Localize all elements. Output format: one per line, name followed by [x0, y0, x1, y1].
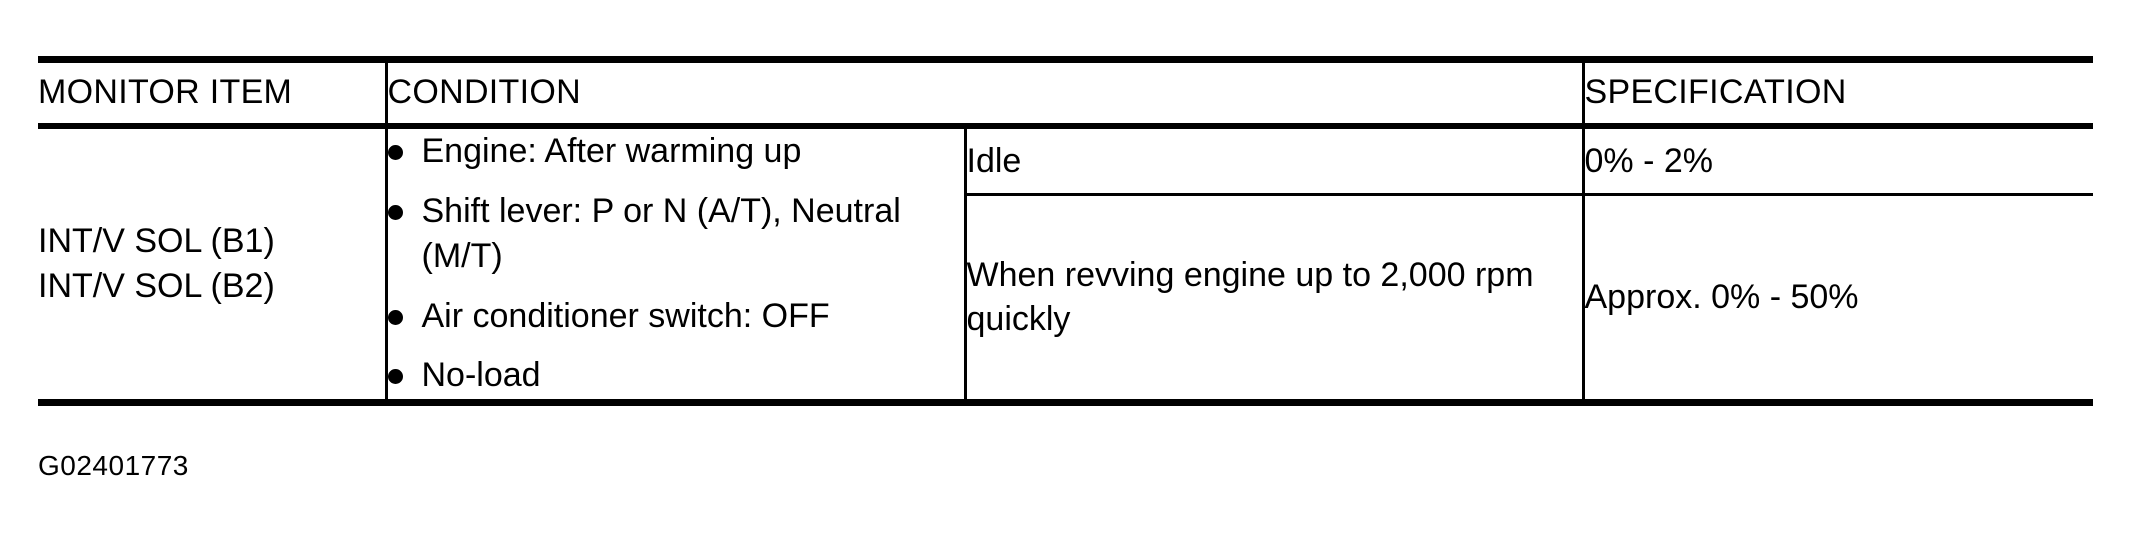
cell-condition-list: Engine: After warming up Shift lever: P … — [384, 126, 965, 406]
bullet-icon — [387, 145, 403, 160]
condition-list: Engine: After warming up Shift lever: P … — [387, 129, 964, 399]
condition-text: Air conditioner switch: OFF — [421, 296, 830, 335]
bullet-icon — [387, 369, 403, 385]
cell-sub-condition-1: Idle — [963, 126, 1583, 197]
table-body: INT/V SOL (B1) INT/V SOL (B2) Engine: Af… — [38, 126, 2093, 406]
table-header: MONITOR ITEM CONDITION SPECIFICATION — [38, 56, 2093, 129]
list-item: No-load — [387, 353, 964, 399]
bullet-icon — [387, 204, 403, 220]
cell-specification-2: Approx. 0% - 50% — [1581, 194, 2093, 406]
column-header-specification: SPECIFICATION — [1581, 56, 2093, 129]
cell-monitor-item: INT/V SOL (B1) INT/V SOL (B2) — [38, 126, 386, 406]
list-item: Shift lever: P or N (A/T), Neutral (M/T) — [387, 189, 964, 280]
specification-table: MONITOR ITEM CONDITION SPECIFICATION INT… — [38, 56, 2093, 406]
header-row: MONITOR ITEM CONDITION SPECIFICATION — [38, 56, 2093, 129]
column-header-monitor-item: MONITOR ITEM — [38, 56, 386, 129]
monitor-item-line-2: INT/V SOL (B2) — [38, 266, 275, 305]
monitor-item-line-1: INT/V SOL (B1) — [38, 221, 275, 260]
condition-text: Engine: After warming up — [421, 132, 802, 170]
condition-text: Shift lever: P or N (A/T), Neutral (M/T) — [421, 191, 901, 276]
condition-text: No-load — [421, 356, 541, 395]
list-item: Air conditioner switch: OFF — [387, 294, 964, 340]
bullet-icon — [387, 309, 403, 325]
table-row: When revving engine up to 2,000 rpm quic… — [38, 194, 2093, 406]
table-row: INT/V SOL (B1) INT/V SOL (B2) Engine: Af… — [38, 126, 2093, 406]
figure-caption-code: G02401773 — [38, 450, 189, 481]
cell-specification-1: 0% - 2% — [1581, 126, 2093, 197]
cell-sub-condition-2: When revving engine up to 2,000 rpm quic… — [963, 194, 1583, 406]
column-header-condition: CONDITION — [384, 56, 1583, 129]
specification-table-container: MONITOR ITEM CONDITION SPECIFICATION INT… — [38, 56, 2093, 406]
list-item: Engine: After warming up — [387, 129, 964, 175]
